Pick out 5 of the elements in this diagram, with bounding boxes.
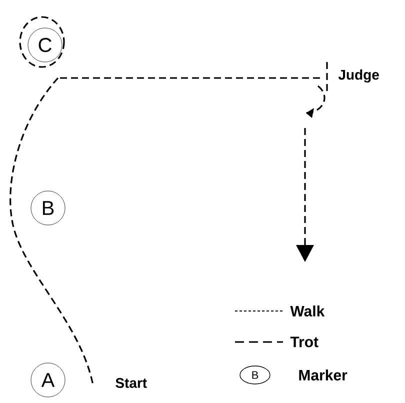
legend-text: Walk bbox=[290, 305, 325, 316]
legend-text: Marker bbox=[299, 369, 348, 380]
legend-text: Trot bbox=[290, 336, 318, 348]
judge-label: Judge bbox=[338, 69, 379, 83]
start-label: Start bbox=[116, 378, 147, 388]
